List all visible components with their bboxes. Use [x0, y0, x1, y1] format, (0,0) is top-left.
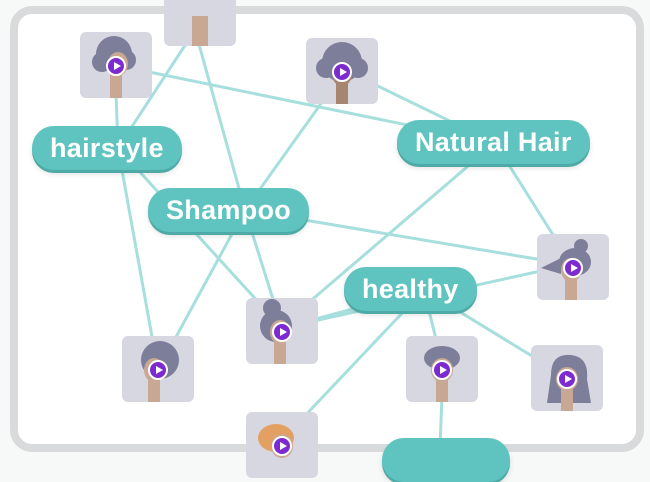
video-thumbnail[interactable]	[537, 234, 609, 300]
play-icon[interactable]	[432, 360, 452, 380]
tag-healthy[interactable]: healthy	[344, 267, 477, 311]
play-icon[interactable]	[272, 322, 292, 342]
video-thumbnail[interactable]	[80, 32, 152, 98]
play-icon[interactable]	[557, 369, 577, 389]
video-thumbnail[interactable]	[164, 0, 236, 46]
video-thumbnail[interactable]	[531, 345, 603, 411]
play-icon[interactable]	[106, 56, 126, 76]
video-thumbnail[interactable]	[306, 38, 378, 104]
video-thumbnail[interactable]	[246, 412, 318, 478]
tag-hairstyle[interactable]: hairstyle	[32, 126, 182, 170]
video-thumbnail[interactable]	[406, 336, 478, 402]
person-avatar-icon	[192, 16, 208, 46]
tag-natural-hair[interactable]: Natural Hair	[397, 120, 590, 164]
play-icon[interactable]	[563, 258, 583, 278]
tag-partial[interactable]	[382, 438, 510, 482]
video-thumbnail[interactable]	[122, 336, 194, 402]
play-icon[interactable]	[272, 436, 292, 456]
play-icon[interactable]	[148, 360, 168, 380]
tag-shampoo[interactable]: Shampoo	[148, 188, 310, 232]
play-icon[interactable]	[332, 62, 352, 82]
video-thumbnail[interactable]	[246, 298, 318, 364]
